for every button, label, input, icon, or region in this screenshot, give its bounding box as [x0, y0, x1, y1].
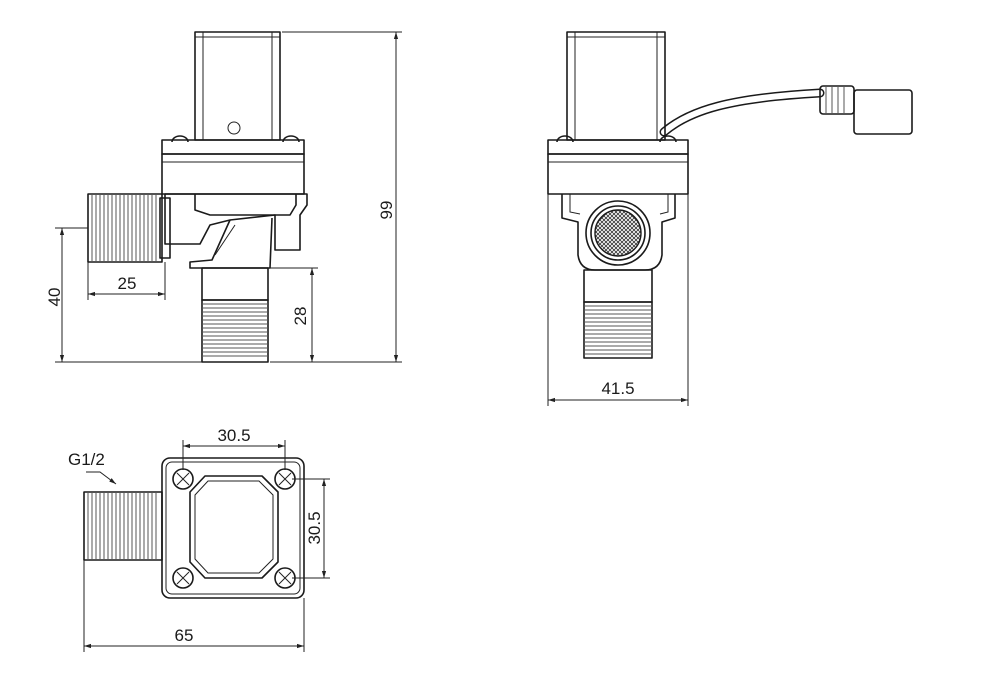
front-view: 41.5	[547, 31, 913, 406]
side-thread-lines	[91, 194, 157, 262]
dim-total-length: 65	[175, 626, 194, 645]
screw-tl	[172, 468, 194, 490]
dim-front-width: 41.5	[601, 379, 634, 398]
dim-height-total: 99	[377, 201, 396, 220]
screw-bl	[172, 567, 194, 589]
dim-side-thread: 25	[118, 274, 137, 293]
dim-bottom-thread: 28	[291, 307, 310, 326]
dim-flange-width: 30.5	[217, 426, 250, 445]
side-view: 99 40 25 28	[45, 31, 402, 363]
dim-flange-height: 30.5	[305, 511, 324, 544]
top-view: G1/2 30.5 30.5 65	[68, 426, 330, 652]
dim-offset-height: 40	[45, 288, 64, 307]
bottom-thread-lines	[202, 303, 268, 357]
thread-label: G1/2	[68, 450, 105, 469]
